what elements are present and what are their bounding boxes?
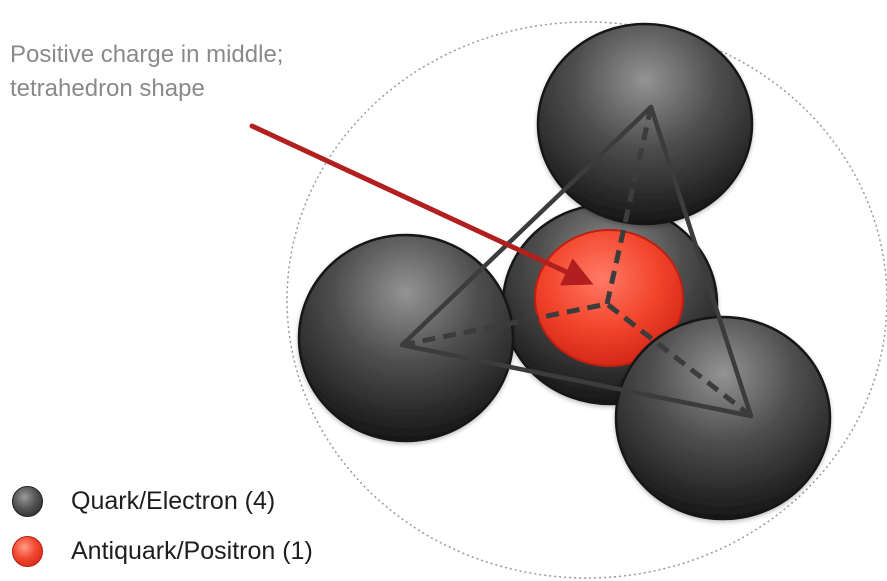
red-sphere-icon [12, 535, 43, 567]
quark-sphere-top [536, 22, 754, 226]
legend: Quark/Electron (4) Antiquark/Positron (1… [12, 476, 432, 576]
legend-item-quark: Quark/Electron (4) [12, 476, 432, 526]
tetrahedron-dashed-edges [401, 106, 753, 418]
legend-label-antiquark: Antiquark/Positron (1) [71, 536, 313, 565]
dark-sphere-icon [12, 485, 43, 517]
annotation-arrow [249, 123, 594, 286]
legend-label-quark: Quark/Electron (4) [71, 486, 276, 515]
annotation-line-1: Positive charge in middle; [10, 41, 284, 68]
quark-sphere-left [297, 233, 515, 443]
tetrahedron-solid-edges [399, 104, 754, 419]
outer-boundary [286, 21, 887, 579]
legend-item-antiquark: Antiquark/Positron (1) [12, 526, 432, 576]
annotation-text: Positive charge in middle; tetrahedron s… [10, 38, 370, 106]
quark-sphere-right [614, 315, 832, 521]
annotation-line-2: tetrahedron shape [10, 75, 205, 102]
